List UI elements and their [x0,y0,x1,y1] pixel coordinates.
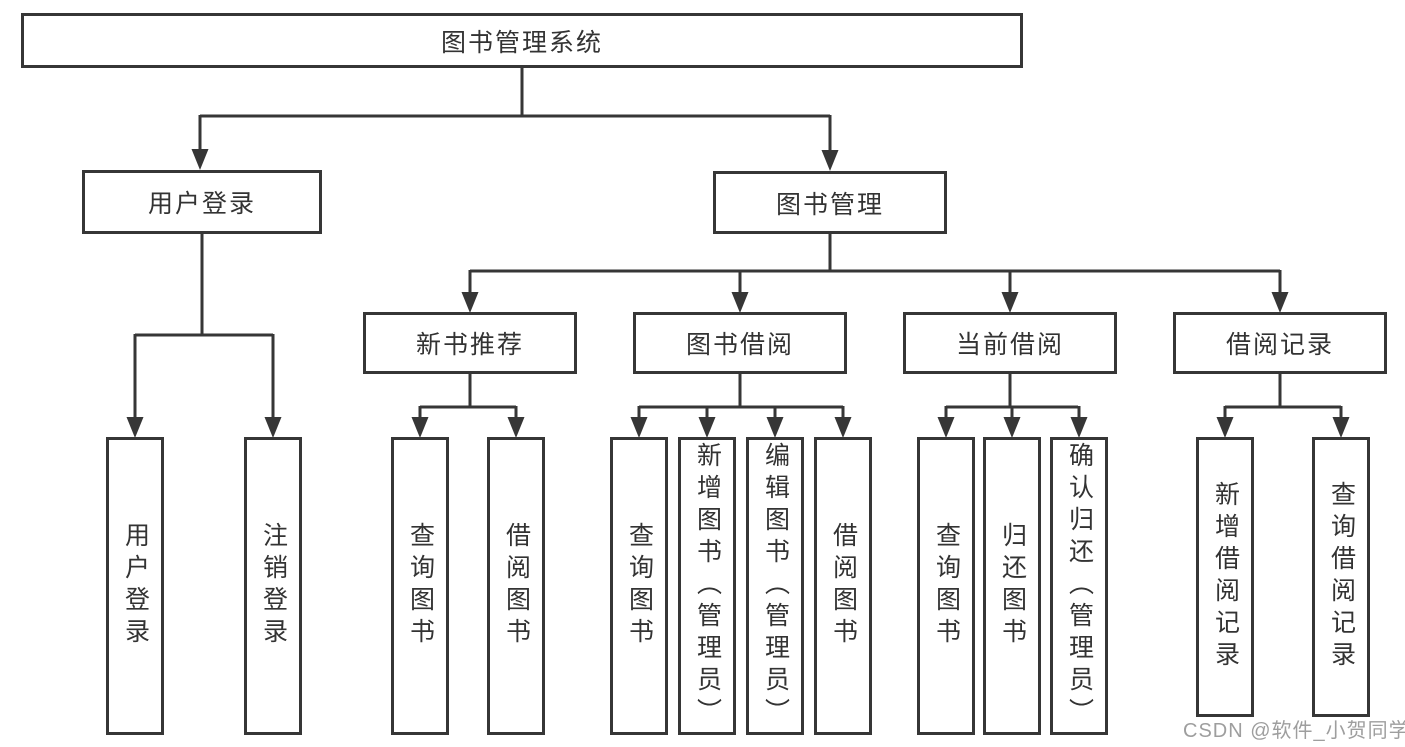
leaf-newbooks-query-books: 查询图书 [391,437,449,735]
node-new-book-recommend-label: 新书推荐 [415,331,524,359]
node-current-borrow-label: 当前借阅 [955,331,1064,359]
leaf-borrow-add-books-admin: 新增图书（管理员） [678,437,736,735]
leaf-logout-label: 注销登录 [259,522,288,650]
leaf-user-login: 用户登录 [106,437,164,735]
leaf-logout: 注销登录 [244,437,302,735]
leaf-records-query-record: 查询借阅记录 [1312,437,1370,717]
node-book-management-label: 图书管理 [775,190,884,219]
leaf-borrow-edit-books-admin-label: 编辑图书（管理员） [761,442,790,730]
leaf-newbooks-query-books-label: 查询图书 [406,522,435,650]
leaf-borrow-query-books-label: 查询图书 [625,522,654,650]
leaf-borrow-add-books-admin-label: 新增图书（管理员） [693,442,722,730]
csdn-watermark: CSDN @软件_小贺同学 [1183,720,1405,742]
node-borrow-records: 借阅记录 [1173,312,1387,374]
leaf-newbooks-borrow-books: 借阅图书 [487,437,545,735]
node-user-login-label: 用户登录 [147,190,256,218]
node-new-book-recommend: 新书推荐 [363,312,577,374]
connector-bookborrow-to-children [630,374,852,438]
leaf-current-confirm-return-admin-label: 确认归还（管理员） [1065,442,1094,730]
connector-currentborrow-to-children [937,374,1088,438]
connector-root-to-level2 [191,68,839,171]
connector-records-to-children [1216,374,1350,438]
leaf-records-add-record: 新增借阅记录 [1196,437,1254,717]
connector-bookmgmt-to-level3 [461,234,1289,313]
connector-userlogin-to-children [126,233,282,438]
leaf-user-login-label: 用户登录 [121,522,150,650]
node-root-label: 图书管理系统 [440,28,603,57]
leaf-current-return-books-label: 归还图书 [998,522,1027,650]
node-book-borrow: 图书借阅 [633,312,847,374]
node-book-management: 图书管理 [713,171,947,234]
leaf-records-query-record-label: 查询借阅记录 [1327,481,1356,673]
node-current-borrow: 当前借阅 [903,312,1117,374]
leaf-current-query-books: 查询图书 [917,437,975,735]
leaf-borrow-query-books: 查询图书 [610,437,668,735]
leaf-current-query-books-label: 查询图书 [932,522,961,650]
leaf-borrow-borrow-books-label: 借阅图书 [829,522,858,650]
node-book-borrow-label: 图书借阅 [685,331,794,359]
node-borrow-records-label: 借阅记录 [1225,331,1334,359]
leaf-borrow-borrow-books: 借阅图书 [814,437,872,735]
leaf-borrow-edit-books-admin: 编辑图书（管理员） [746,437,804,735]
node-root: 图书管理系统 [21,13,1023,68]
leaf-current-return-books: 归还图书 [983,437,1041,735]
connector-newbooks-to-children [411,374,525,438]
leaf-newbooks-borrow-books-label: 借阅图书 [502,522,531,650]
node-user-login: 用户登录 [82,170,322,234]
leaf-records-add-record-label: 新增借阅记录 [1211,481,1240,673]
leaf-current-confirm-return-admin: 确认归还（管理员） [1050,437,1108,735]
